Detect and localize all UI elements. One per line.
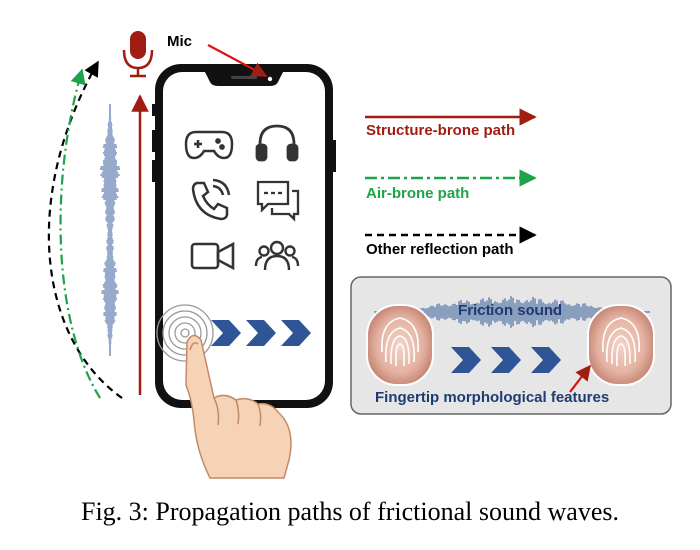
friction-waveform: [374, 296, 650, 328]
phone-call-icon: [191, 178, 231, 221]
other-reflection-path: [47, 60, 123, 399]
sound-waveform: [99, 104, 121, 356]
group-icon: [254, 240, 300, 271]
video-camera-icon: [190, 241, 235, 271]
inset-chevrons: [451, 347, 561, 373]
feature-pointer-arrow: [569, 364, 591, 393]
air-brone-path: [59, 68, 101, 399]
legend-structure-label: Structure-brone path: [366, 122, 516, 139]
phone-chevrons: [211, 320, 311, 346]
pointing-hand: [185, 334, 292, 479]
fingerprint-icon-right: [587, 304, 655, 386]
headphones-icon: [255, 124, 299, 162]
touch-ripple: [156, 304, 214, 362]
legend-air-label: Air-brone path: [366, 185, 470, 202]
smartphone: [152, 64, 336, 408]
gamepad-icon: [184, 130, 234, 160]
mic-label: Mic: [167, 33, 193, 50]
fingerprint-icon-left: [366, 304, 434, 386]
fingertip-features-label: Fingertip morphological features: [375, 389, 610, 406]
friction-sound-label: Friction sound: [458, 302, 563, 319]
figure-caption: Fig. 3: Propagation paths of frictional …: [81, 497, 619, 526]
legend-other-label: Other reflection path: [366, 241, 514, 258]
mic-pointer-arrow: [207, 44, 268, 77]
microphone-icon: [122, 31, 154, 78]
chat-icon: [256, 180, 300, 222]
